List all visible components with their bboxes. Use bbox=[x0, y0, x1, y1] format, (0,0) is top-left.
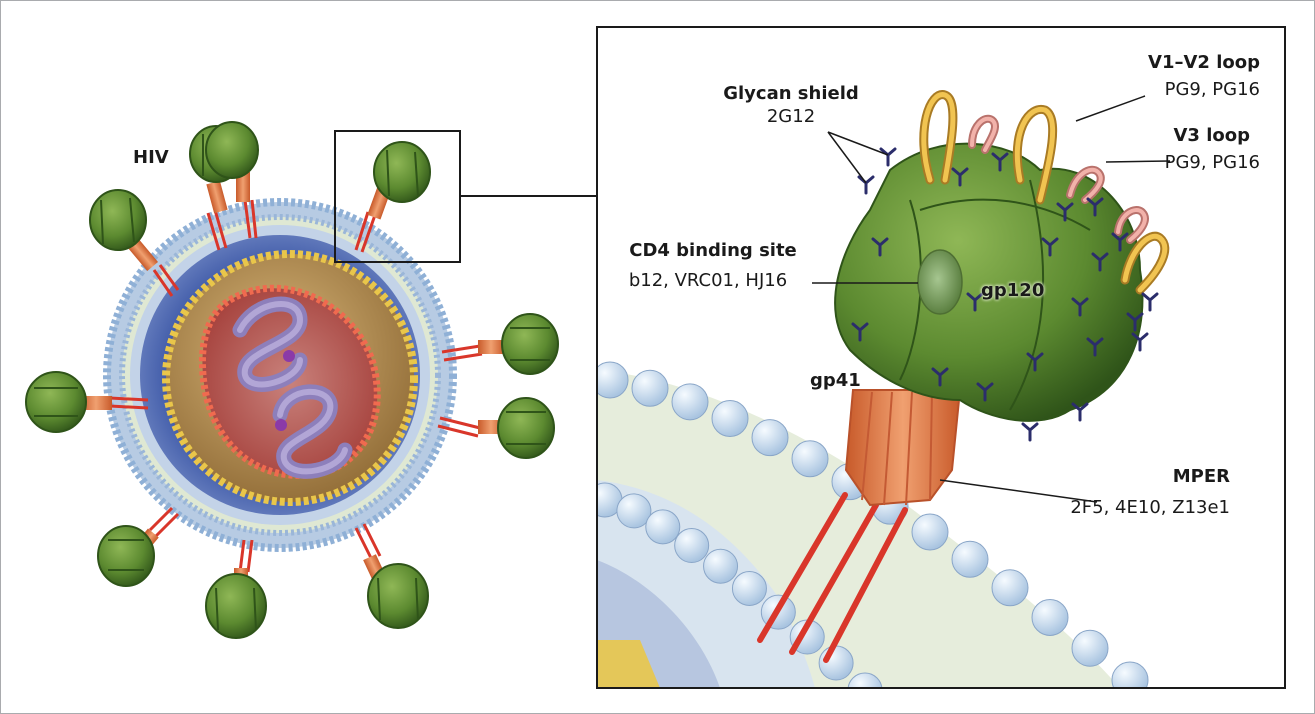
glycan-icon bbox=[1056, 202, 1074, 222]
env-spike bbox=[354, 523, 429, 629]
mper-title: MPER bbox=[1172, 466, 1230, 487]
membrane-bead bbox=[631, 369, 669, 407]
glycan-icon bbox=[1111, 232, 1129, 252]
membrane-bead bbox=[751, 419, 789, 457]
cd4-binding-site bbox=[917, 249, 963, 315]
glycan-icon bbox=[1071, 297, 1089, 317]
glycan-icon bbox=[871, 237, 889, 257]
env-spike bbox=[354, 141, 431, 253]
membrane-bead bbox=[847, 672, 883, 688]
glycan-icon bbox=[1126, 312, 1144, 332]
gp41-label: gp41 bbox=[810, 370, 861, 391]
env-spike bbox=[89, 189, 180, 297]
membrane-bead bbox=[731, 570, 767, 606]
v3-loop-antibodies: PG9, PG16 bbox=[1164, 152, 1260, 173]
cd4-binding-site-title: CD4 binding site bbox=[629, 240, 797, 261]
glycan-shield bbox=[851, 147, 1159, 442]
membrane-bead bbox=[1071, 629, 1109, 667]
env-spike bbox=[25, 371, 149, 433]
membrane-bead bbox=[791, 440, 829, 478]
glycan-icon bbox=[1086, 337, 1104, 357]
glycan-shield-antibodies: 2G12 bbox=[766, 106, 816, 127]
membrane-bead bbox=[645, 509, 681, 545]
glycan-icon bbox=[1021, 422, 1039, 442]
glycan-icon bbox=[951, 167, 969, 187]
membrane-bead bbox=[991, 569, 1029, 607]
env-spike bbox=[97, 506, 180, 587]
glycan-shield-title: Glycan shield bbox=[723, 83, 859, 104]
membrane-bead bbox=[818, 645, 854, 681]
hiv-virion bbox=[103, 198, 457, 552]
inset-frame bbox=[596, 26, 1286, 689]
glycan-icon bbox=[976, 382, 994, 402]
glycan-icon bbox=[1141, 292, 1159, 312]
env-spike bbox=[205, 539, 267, 639]
gp120-label: gp120 bbox=[981, 280, 1045, 301]
env-spike bbox=[441, 313, 559, 375]
envelope-spikes bbox=[25, 121, 559, 639]
glycan-icon bbox=[1091, 252, 1109, 272]
glycan-icon bbox=[966, 292, 984, 312]
env-spike bbox=[205, 121, 259, 239]
glycan-icon bbox=[991, 152, 1009, 172]
membrane-bead bbox=[911, 513, 949, 551]
glycan-icon bbox=[1026, 352, 1044, 372]
mper-antibodies: 2F5, 4E10, Z13e1 bbox=[1070, 497, 1230, 518]
membrane-bead bbox=[711, 400, 749, 438]
membrane-bead bbox=[1031, 598, 1069, 636]
membrane-bead bbox=[671, 383, 709, 421]
gp41-stalk bbox=[757, 389, 962, 663]
v1v2-loop-title: V1–V2 loop bbox=[1148, 52, 1260, 73]
env-spike bbox=[437, 397, 555, 459]
leader-lines bbox=[812, 95, 1171, 503]
hiv-label: HIV bbox=[133, 147, 169, 168]
membrane-bead bbox=[597, 361, 629, 399]
glycan-icon bbox=[931, 367, 949, 387]
v1v2-loops bbox=[919, 90, 1170, 295]
membrane-bead bbox=[616, 493, 652, 529]
glycan-icon bbox=[1086, 197, 1104, 217]
glycan-icon bbox=[1041, 237, 1059, 257]
v3-loop-title: V3 loop bbox=[1173, 125, 1250, 146]
membrane-bead bbox=[703, 548, 739, 584]
v3-loops bbox=[968, 114, 1149, 244]
membrane-bead bbox=[674, 528, 710, 564]
membrane-bead bbox=[951, 540, 989, 578]
glycan-icon bbox=[1071, 402, 1089, 422]
glycan-icon bbox=[851, 322, 869, 342]
membrane-bead bbox=[1111, 661, 1149, 688]
glycan-icon bbox=[1131, 332, 1149, 352]
v1v2-loop-antibodies: PG9, PG16 bbox=[1164, 79, 1260, 100]
cd4-binding-site-antibodies: b12, VRC01, HJ16 bbox=[628, 270, 788, 291]
